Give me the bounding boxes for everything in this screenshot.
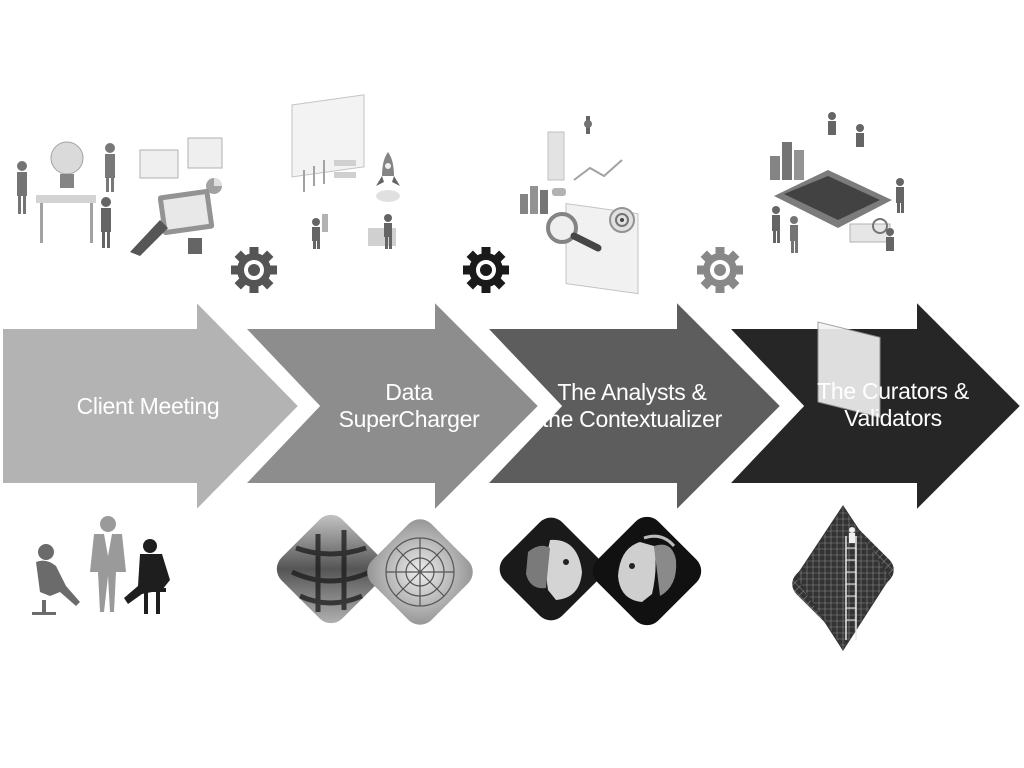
meeting-ideas-illustration [17, 137, 223, 256]
ladder-data-photo [792, 505, 894, 651]
business-people-silhouettes [32, 516, 170, 615]
gear-icon [697, 247, 743, 293]
arrow-step-2 [233, 288, 547, 524]
step-3-label: The Analysts & the Contextualizer [542, 379, 722, 432]
gear-tooth [481, 284, 491, 293]
gear-icon [463, 247, 509, 293]
analytics-search-illustration [520, 116, 639, 295]
gear-tooth [481, 247, 491, 256]
gear-tooth [715, 247, 725, 256]
step-4-label: The Curators & Validators [817, 378, 969, 431]
gear-body [703, 253, 737, 287]
gear-tooth [249, 247, 259, 256]
arrow-step-3 [475, 288, 789, 524]
step-1-label: Client Meeting [76, 392, 220, 419]
step-2-label: Data SuperCharger [338, 379, 480, 432]
machinery-and-dial-photos [276, 514, 473, 625]
gear-hole [476, 260, 496, 280]
gear-hole [710, 260, 730, 280]
robot-faces-photos [499, 516, 702, 626]
process-arrows [0, 288, 1024, 524]
gear-body [469, 253, 503, 287]
gear-tooth [249, 284, 259, 293]
gear-tooth [715, 284, 725, 293]
connector-gears [231, 247, 743, 293]
gear-hole [244, 260, 264, 280]
gear-body [237, 253, 271, 287]
laptop-team-illustration [770, 112, 904, 419]
arrow-step-1 [0, 288, 307, 524]
gear-icon [231, 247, 277, 293]
launch-dashboard-illustration [291, 94, 400, 249]
